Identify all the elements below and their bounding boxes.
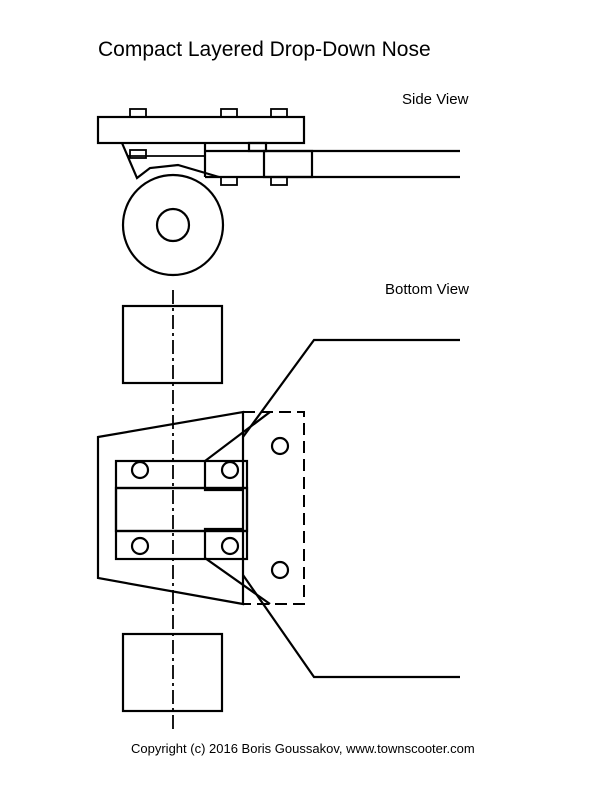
bolt-hole-2: [220, 460, 240, 480]
inner-bracket-lower: [203, 527, 271, 605]
bolt-head-top-1: [129, 108, 147, 118]
bolt-nut-2: [220, 176, 238, 186]
frame-rail-upper: [242, 338, 460, 438]
bottom-view-label: Bottom View: [385, 281, 469, 298]
bolt-head-top-3: [270, 108, 288, 118]
bolt-head-top-2: [220, 108, 238, 118]
inner-bracket-upper: [203, 411, 271, 492]
bolt-nut-3: [270, 176, 288, 186]
bolt-hole-3: [130, 536, 150, 556]
frame-rail-lower: [242, 574, 460, 679]
wheel-hub: [155, 207, 191, 243]
side-top-plate: [96, 115, 306, 145]
bolt-hole-1: [130, 460, 150, 480]
axle-slot: [114, 486, 249, 533]
bolt-hole-5: [270, 436, 290, 456]
side-spacer: [247, 141, 268, 153]
side-view: [96, 108, 460, 277]
copyright-notice: Copyright (c) 2016 Boris Goussakov, www.…: [131, 741, 475, 756]
nose-plate: [96, 410, 245, 606]
wheel-outline-lower: [121, 632, 224, 713]
wheel-outline-upper: [121, 304, 224, 385]
fork-bracket: [120, 142, 220, 180]
bolt-hole-6: [270, 560, 290, 580]
bottom-view: [96, 290, 460, 730]
wheel-tire: [121, 173, 225, 277]
drawing-title: Compact Layered Drop-Down Nose: [98, 38, 431, 61]
side-clamp-block: [262, 149, 314, 179]
bolt-hole-4: [220, 536, 240, 556]
bolt-nut-1: [129, 149, 147, 159]
side-view-label: Side View: [402, 91, 469, 108]
